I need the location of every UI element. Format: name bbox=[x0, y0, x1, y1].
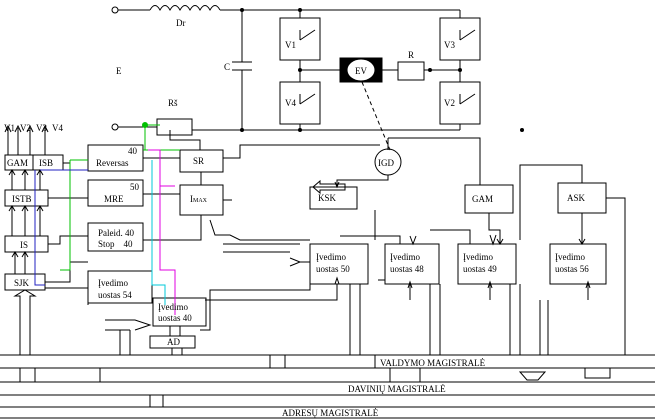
label-ask: ASK bbox=[567, 193, 586, 203]
label-dr: Dr bbox=[176, 18, 186, 28]
output-v1: V1 bbox=[4, 123, 15, 133]
label-mre: MRE bbox=[104, 194, 124, 204]
label-iv40-a: Įvedimo bbox=[158, 302, 188, 312]
block-iv54 bbox=[87, 270, 153, 304]
inductor-dr bbox=[149, 5, 221, 12]
capacitor-c bbox=[232, 10, 252, 130]
label-iv50-b: uostas 50 bbox=[316, 264, 350, 274]
label-bus-control: VALDYMO MAGISTRALĖ bbox=[380, 358, 486, 368]
label-sjk: SJK bbox=[14, 278, 30, 288]
bus-address bbox=[0, 406, 655, 419]
label-c: C bbox=[224, 62, 231, 72]
label-paleid: Paleid. 40 bbox=[98, 228, 134, 238]
label-e: E bbox=[116, 66, 122, 76]
wire-cyan bbox=[151, 160, 166, 305]
block-paleid-stop bbox=[87, 222, 144, 252]
block-iv56 bbox=[549, 243, 607, 285]
label-iv40-b: uostas 40 bbox=[158, 313, 192, 323]
label-ev: EV bbox=[355, 66, 367, 76]
wire-green bbox=[60, 124, 180, 271]
wire-magenta bbox=[148, 149, 176, 315]
junction bbox=[142, 122, 148, 128]
resistor-r bbox=[397, 61, 425, 81]
label-iv54-b: uostas 54 bbox=[98, 290, 132, 300]
label-istb: ISTB bbox=[12, 194, 32, 204]
label-bus-address: ADRESŲ MAGISTRALĖ bbox=[282, 408, 379, 418]
terminal-top bbox=[111, 6, 119, 14]
label-iv49-b: uostas 49 bbox=[463, 264, 497, 274]
label-rs: Rš bbox=[168, 98, 178, 108]
label-gam-left: GAM bbox=[7, 158, 29, 168]
label-v4: V4 bbox=[285, 98, 296, 108]
block-iv48 bbox=[384, 243, 440, 285]
label-igd: IGD bbox=[378, 158, 394, 168]
label-reversas-num: 40 bbox=[128, 146, 137, 156]
label-iv48-a: Įvedimo bbox=[390, 252, 420, 262]
output-v3: V3 bbox=[36, 123, 47, 133]
label-isb: ISB bbox=[39, 158, 54, 168]
wire-blue bbox=[34, 169, 88, 286]
label-ksk: KSK bbox=[318, 193, 337, 203]
block-mre bbox=[87, 179, 144, 207]
label-r: R bbox=[408, 50, 415, 60]
label-iv56-a: Įvedimo bbox=[555, 252, 585, 262]
label-v1: V1 bbox=[285, 40, 296, 50]
label-mre-num: 50 bbox=[130, 182, 139, 192]
shunt-resistor-rs bbox=[156, 118, 193, 136]
label-iv49-a: Įvedimo bbox=[463, 252, 493, 262]
label-iv54-a: Įvedimo bbox=[98, 278, 128, 288]
label-iv48-b: uostas 48 bbox=[390, 264, 424, 274]
label-gam-right: GAM bbox=[472, 194, 494, 204]
bus-control bbox=[0, 354, 655, 369]
output-v2: V2 bbox=[20, 123, 31, 133]
label-v2: V2 bbox=[444, 98, 455, 108]
label-v3: V3 bbox=[444, 40, 455, 50]
label-stop: Stop 40 bbox=[98, 239, 133, 249]
label-sr: SR bbox=[193, 156, 205, 166]
label-ad: AD bbox=[167, 337, 180, 347]
block-ksk bbox=[309, 186, 358, 210]
output-v4: V4 bbox=[52, 123, 63, 133]
motor-ev bbox=[346, 58, 376, 82]
label-imax: IMAX bbox=[190, 194, 208, 204]
bus-data bbox=[0, 381, 655, 396]
mechanical-link bbox=[361, 81, 391, 151]
terminal-bottom bbox=[111, 123, 119, 131]
label-bus-data: DAVINIŲ MAGISTRALĖ bbox=[348, 384, 446, 394]
label-is: IS bbox=[20, 240, 29, 250]
label-iv50-a: Įvedimo bbox=[316, 252, 346, 262]
label-iv56-b: uostas 56 bbox=[555, 264, 589, 274]
label-reversas: Reversas bbox=[96, 158, 129, 168]
block-iv49 bbox=[457, 243, 517, 285]
